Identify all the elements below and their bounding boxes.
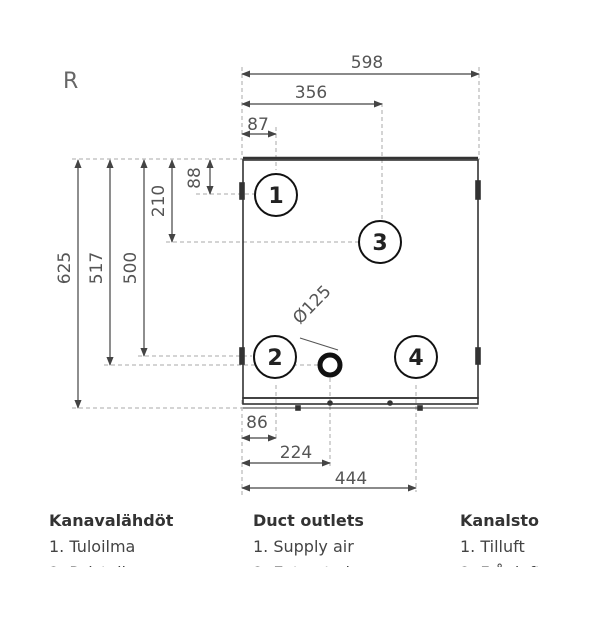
diameter-leader [299,337,339,351]
dim-to-outlet3: 356 [295,83,327,103]
dim-top-88: 88 [185,167,205,189]
legend-item: 1. Tuloilma [49,537,135,556]
dim-height-500: 500 [121,252,141,284]
dim-diameter: Ø125 [289,282,335,329]
dim-top-210: 210 [149,185,169,217]
outlet-2: 2 [253,335,297,379]
bottom-dimensions [241,434,417,492]
outlet-3: 3 [358,220,402,264]
top-dimensions [241,70,480,138]
legend-item: 1. Supply air [253,537,354,556]
legend-heading: Duct outlets [253,511,364,530]
legend-heading: Kanavalähdöt [49,511,174,530]
outlet-1: 1 [254,173,298,217]
outlet-number: 3 [372,231,387,256]
dim-height-625: 625 [55,252,75,284]
dim-to-outlet1: 87 [247,115,269,135]
outlet-4: 4 [394,335,438,379]
left-dimensions [74,159,214,409]
legend-heading: Kanalsto [460,511,539,530]
drain-connection [317,352,343,378]
unit-body [239,156,481,411]
dim-to-outlet2: 86 [246,413,268,433]
variant-label: R [63,69,78,94]
bottom-crop-mask [0,567,615,615]
outlet-number: 1 [268,184,283,209]
dim-width-total: 598 [351,53,383,73]
dim-to-drain: 224 [280,443,312,463]
legend-item: 1. Tilluft [460,537,525,556]
dim-height-517: 517 [87,252,107,284]
outlet-number: 4 [408,346,423,371]
outlet-number: 2 [267,346,282,371]
dim-to-outlet4: 444 [335,469,367,489]
